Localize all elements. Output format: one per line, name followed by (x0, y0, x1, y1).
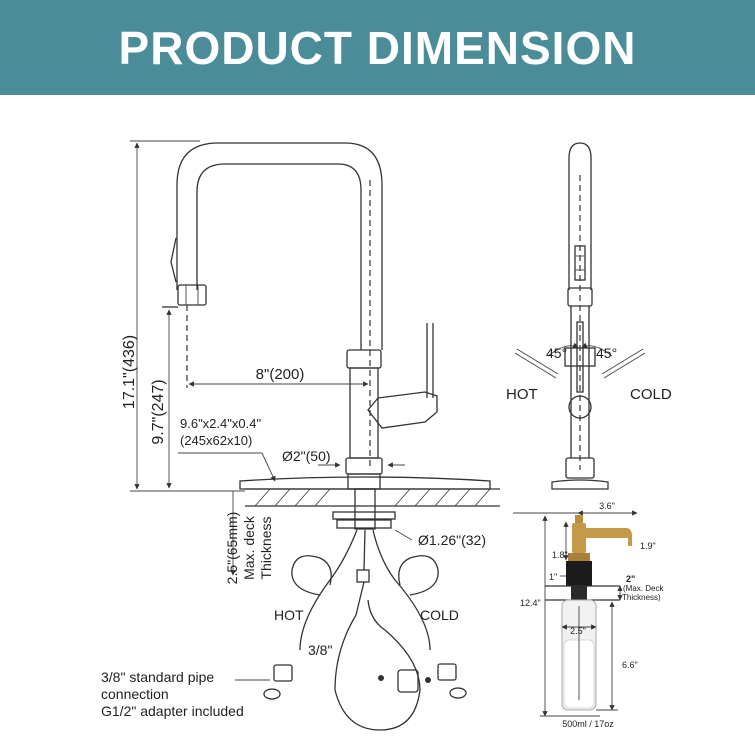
side-hot-label: HOT (506, 386, 538, 403)
soap-top-width-label: 3.6" (599, 501, 615, 511)
main-faucet-drawing: 17.1"(436) 9.7"(247) 8"(200) Ø2"(50) 9.6… (101, 140, 500, 731)
angle-left-label: 45° (546, 345, 567, 361)
soap-collar-label: 1" (549, 572, 557, 582)
pipe-note-line2: connection (101, 686, 169, 702)
deck-thickness-value: 2.5"(65mm) (224, 512, 240, 585)
hose-cold-label: COLD (420, 607, 459, 623)
side-view-drawing: 45° 45° HOT COLD (506, 142, 672, 490)
pipe-note-line1: 3/8" standard pipe (101, 669, 214, 685)
soap-capacity-label: 500ml / 17oz (562, 719, 614, 729)
page-title: PRODUCT DIMENSION (118, 21, 637, 74)
deckplate-mm-label: (245x62x10) (180, 433, 252, 448)
deckplate-size-label: 9.6"x2.4"x0.4" (180, 416, 261, 431)
pipe-note-line3: G1/2" adapter included (101, 703, 244, 719)
shank-diameter-label: Ø1.26"(32) (418, 532, 486, 548)
soap-nozzle-label: 1.9" (640, 541, 656, 551)
soap-bottle-height-label: 6.6" (622, 660, 638, 670)
soap-deck-value: 2" (626, 574, 635, 584)
total-height-label: 17.1"(436) (121, 335, 138, 409)
soap-head-height-label: 1.8" (552, 550, 568, 560)
deck-thickness-line2: Max. deck (241, 515, 257, 580)
deck-thickness-line3: Thickness (258, 516, 274, 579)
hose-hot-label: HOT (274, 607, 304, 623)
base-diameter-label: Ø2"(50) (282, 448, 331, 464)
title-banner: PRODUCT DIMENSION (0, 0, 755, 95)
reach-label: 8"(200) (256, 366, 305, 383)
hose-size-label: 3/8" (308, 642, 332, 658)
soap-dispenser-drawing: 3.6" 1.8" 1.9" 1" 2" (Max. Deck Thicknes… (513, 501, 664, 729)
countertop-hatch (245, 488, 500, 507)
soap-total-height-label: 12.4" (520, 598, 541, 608)
soap-deck-line2: Thickness) (622, 593, 661, 602)
angle-right-label: 45° (596, 345, 617, 361)
spout-height-label: 9.7"(247) (150, 379, 167, 444)
soap-deck-line1: (Max. Deck (623, 584, 664, 593)
soap-bottle-width-label: 2.5" (570, 626, 586, 636)
side-cold-label: COLD (630, 386, 672, 403)
